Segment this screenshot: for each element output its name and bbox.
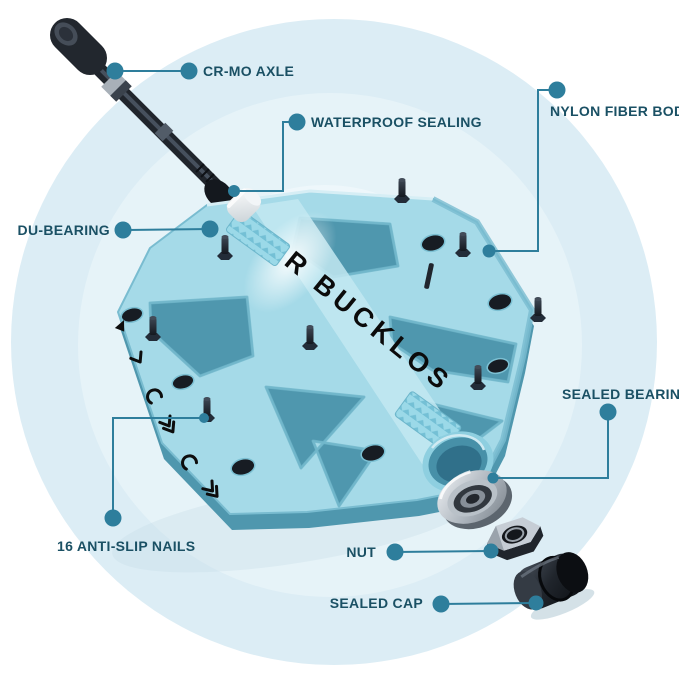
callout-dot [201,220,219,238]
label-nut: NUT [346,544,376,560]
sealed-bearing-part [437,470,513,530]
callout-dot [483,543,499,559]
callout-dot [180,62,198,80]
callout-sealed-bearing [487,403,617,484]
callout-dot [548,81,566,99]
callout-dot [482,244,496,258]
callout-sealed-cap [432,595,544,613]
label-sealed-cap: SEALED CAP [329,595,423,611]
callout-dot [432,595,450,613]
callout-dot [228,185,240,197]
pin-sockets [120,233,513,477]
label-cr-mo-axle: CR-MO AXLE [203,63,295,79]
label-sealed-bearing: SEALED BEARING [562,386,679,402]
loose-pin [424,263,434,289]
label-anti-slip-nails: 16 ANTI-SLIP NAILS [57,538,196,554]
callout-dot [114,221,132,239]
callout-nylon-fiber-body [482,81,566,258]
callout-dot [199,413,209,423]
callout-dot [104,509,122,527]
label-du-bearing: DU-BEARING [17,222,110,238]
callout-nut [386,543,499,561]
label-waterproof-sealing: WATERPROOF SEALING [311,114,482,130]
callout-anti-slip-nails [104,413,209,527]
callout-dot [528,595,544,611]
callout-dot [487,472,499,484]
label-nylon-fiber-body: NYLON FIBER BODY [550,103,679,119]
callout-cr-mo-axle [106,62,198,80]
callout-waterproof-sealing [228,113,306,197]
nut-part [486,517,544,561]
callout-dot [288,113,306,131]
side-face-decals [114,320,219,498]
sealed-cap-part [513,552,595,620]
anti-slip-pins [145,178,546,422]
callout-dot [386,543,404,561]
axle-part [50,18,234,209]
callout-dot [106,62,124,80]
callout-dot [599,403,617,421]
callout-lines [104,62,617,613]
pedal-body: R BUCKLOS [114,178,546,530]
callout-du-bearing [114,220,219,239]
du-bearing-part [226,187,262,223]
